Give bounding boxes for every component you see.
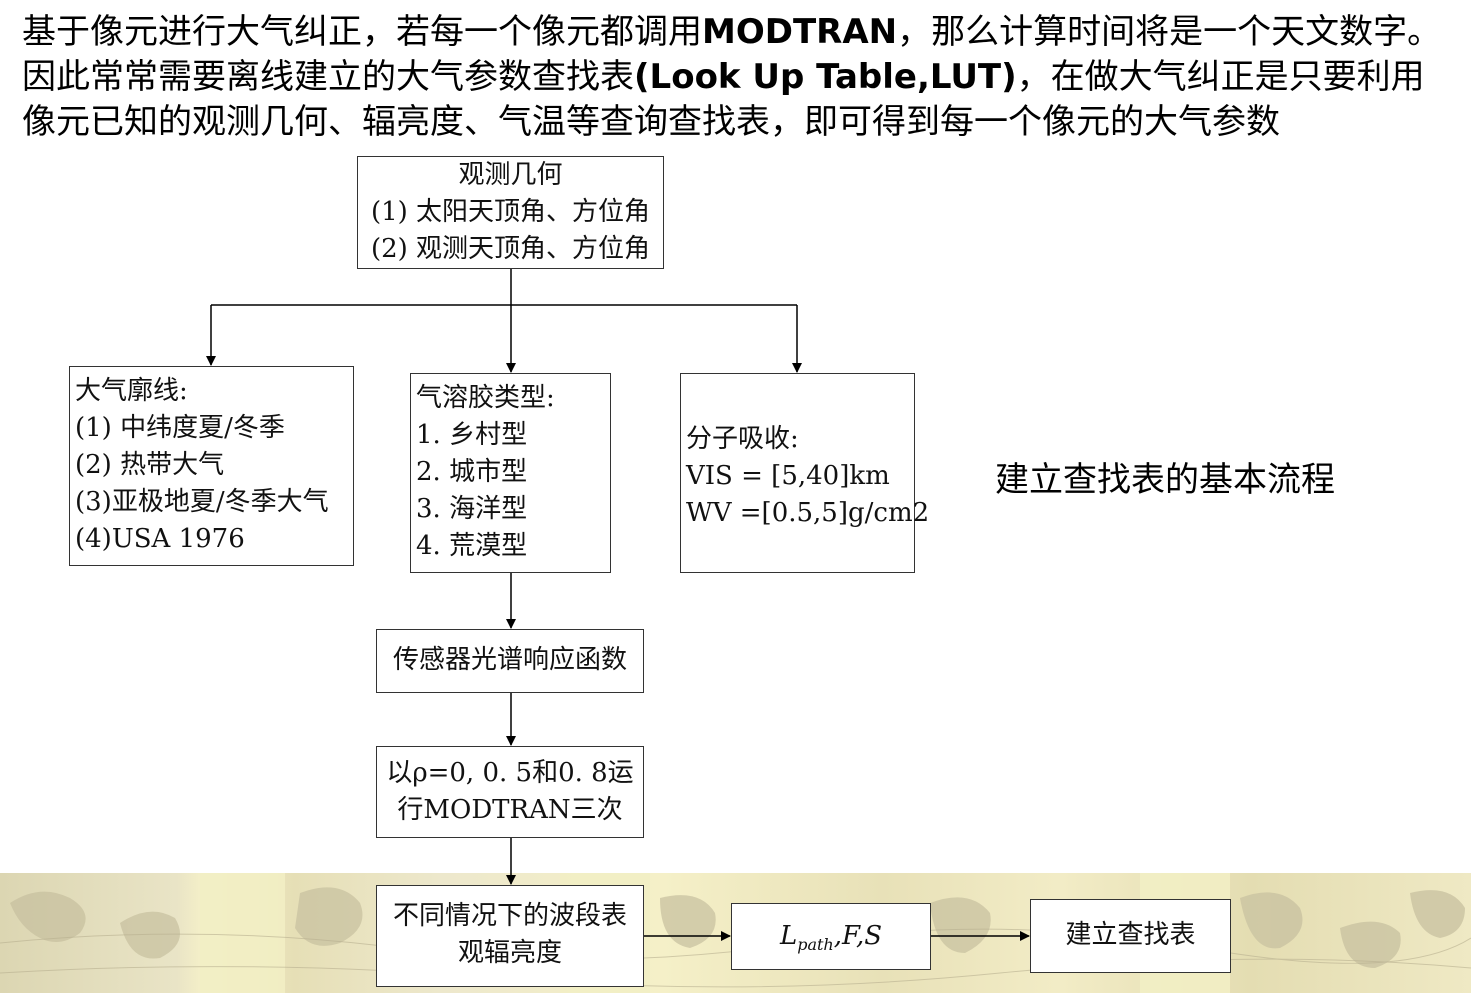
profile-title: 大气廓线: — [75, 376, 188, 406]
intro-text-1: 基于像元进行大气纠正，若每一个像元都调用 — [22, 12, 702, 52]
profile-item-3: (3)亚极地夏/冬季大气 — [75, 487, 329, 517]
aerosol-item-1: 1. 乡村型 — [416, 420, 528, 450]
intro-text-2: ，那么计算时间将是一个天文数字。因此常常需要离线建立的大气参数查找表 — [22, 12, 1442, 97]
absorption-title: 分子吸收: — [686, 424, 799, 454]
sensor-label: 传感器光谱响应函数 — [392, 645, 627, 675]
box-sensor-response: 传感器光谱响应函数 — [376, 629, 644, 693]
box-band-radiance: 不同情况下的波段表 观辐亮度 — [376, 885, 644, 987]
profile-item-1: (1) 中纬度夏/冬季 — [75, 413, 285, 443]
runs-line-1: 以ρ=0, 0. 5和0. 8运 — [386, 758, 634, 788]
params-rest: ,F,S — [833, 921, 883, 951]
build-label: 建立查找表 — [1065, 920, 1196, 950]
box-aerosol-type: 气溶胶类型: 1. 乡村型 2. 城市型 3. 海洋型 4. 荒漠型 — [410, 373, 611, 573]
params-formula: Lpath,F,S — [732, 918, 930, 963]
intro-text-3: ，在做大气纠正是只要利用像元已知的观测几何、辐亮度、气温等查询查找表，即可得到每… — [22, 57, 1425, 142]
box-build-lut: 建立查找表 — [1030, 899, 1231, 973]
aerosol-title: 气溶胶类型: — [416, 383, 555, 413]
radiance-line-1: 不同情况下的波段表 — [392, 901, 627, 931]
params-L: L — [779, 921, 798, 951]
box-molecular-absorption: 分子吸收: VIS = [5,40]km WV =[0.5,5]g/cm2 — [680, 373, 930, 573]
box-atmospheric-profile: 大气廓线: (1) 中纬度夏/冬季 (2) 热带大气 (3)亚极地夏/冬季大气 … — [69, 366, 354, 566]
intro-paragraph: 基于像元进行大气纠正，若每一个像元都调用MODTRAN，那么计算时间将是一个天文… — [22, 10, 1447, 145]
flow-caption: 建立查找表的基本流程 — [995, 460, 1335, 500]
intro-modtran: MODTRAN — [702, 12, 898, 52]
intro-lut: (Look Up Table,LUT) — [634, 57, 1017, 97]
box-path-params: Lpath,F,S — [731, 903, 931, 970]
radiance-line-2: 观辐亮度 — [457, 938, 562, 968]
aerosol-item-2: 2. 城市型 — [416, 457, 528, 487]
box-observation-geometry: 观测几何 (1) 太阳天顶角、方位角 (2) 观测天顶角、方位角 — [357, 156, 664, 269]
profile-item-2: (2) 热带大气 — [75, 450, 225, 480]
aerosol-item-4: 4. 荒漠型 — [416, 531, 528, 561]
absorption-vis: VIS = [5,40]km — [686, 461, 890, 491]
geometry-title: 观测几何 — [458, 160, 563, 190]
geometry-item-2: (2) 观测天顶角、方位角 — [370, 234, 651, 264]
runs-line-2: 行MODTRAN三次 — [397, 795, 623, 825]
profile-item-4: (4)USA 1976 — [75, 524, 245, 554]
box-modtran-runs: 以ρ=0, 0. 5和0. 8运 行MODTRAN三次 — [376, 746, 644, 838]
aerosol-item-3: 3. 海洋型 — [416, 494, 528, 524]
geometry-item-1: (1) 太阳天顶角、方位角 — [370, 197, 651, 227]
params-subscript: path — [797, 935, 834, 955]
absorption-wv: WV =[0.5,5]g/cm2 — [686, 498, 930, 528]
